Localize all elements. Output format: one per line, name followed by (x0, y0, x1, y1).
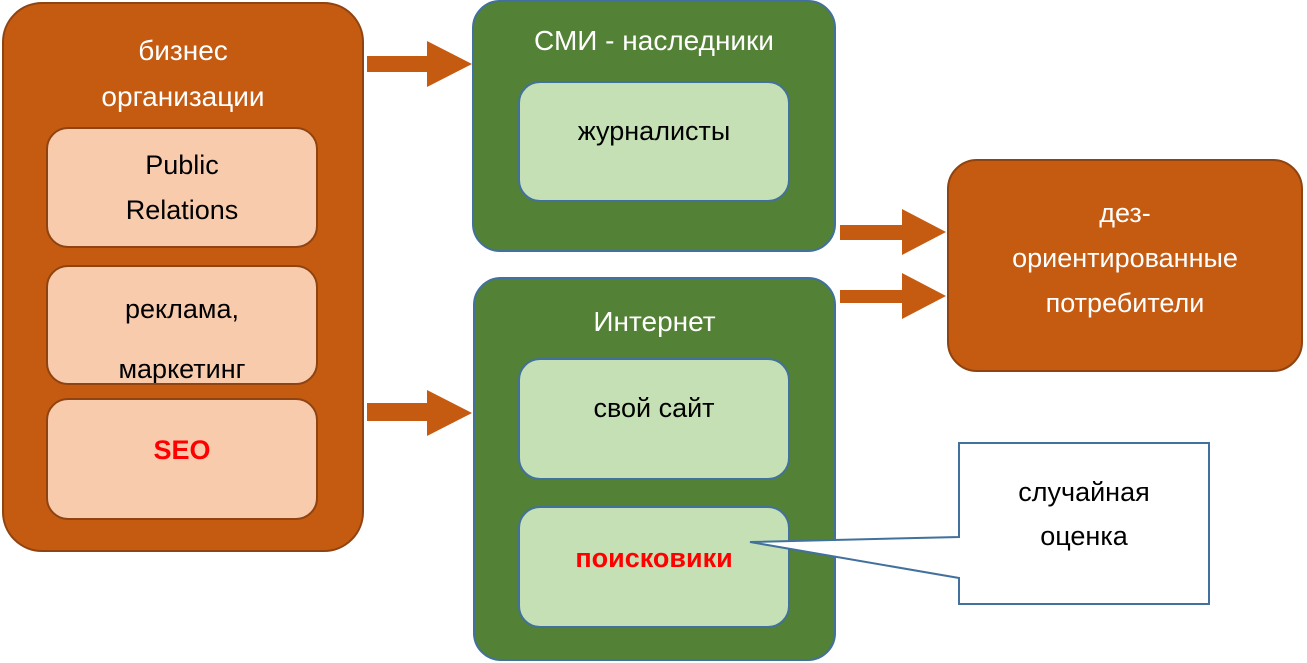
search-engines-box: поисковики (518, 506, 790, 628)
advertising-marketing-box: реклама, маркетинг (46, 265, 318, 385)
advertising-line1: реклама, (124, 294, 239, 324)
journalists-box: журналисты (518, 81, 790, 202)
internet-title: Интернет (593, 306, 716, 337)
business-title-line1: бизнес (138, 35, 228, 66)
public-relations-line2: Relations (125, 194, 239, 225)
consumers-line1: дез- (1099, 198, 1151, 228)
consumers-line3: потребители (1045, 288, 1205, 318)
seo-box: SEO (46, 398, 318, 520)
consumers-line2: ориентированные (1012, 243, 1238, 273)
arrow-business-to-media (367, 41, 472, 87)
public-relations-box: Public Relations (46, 127, 318, 248)
callout-shape (749, 442, 1210, 605)
arrow-media-to-consumers (840, 209, 946, 255)
advertising-line2: маркетинг (118, 354, 246, 384)
arrow-business-to-internet (367, 390, 472, 436)
consumers-text: дез- ориентированные потребители (949, 191, 1301, 326)
random-evaluation-callout: случайная оценка (960, 470, 1208, 558)
business-title: бизнес организации (4, 28, 362, 120)
search-engines-label: поисковики (575, 543, 733, 573)
seo-label: SEO (153, 435, 211, 465)
callout-line2: оценка (1040, 521, 1128, 551)
misled-consumers-box: дез- ориентированные потребители (947, 159, 1303, 372)
own-site-box: свой сайт (518, 358, 790, 480)
public-relations-line1: Public (145, 149, 219, 180)
arrow-internet-to-consumers (840, 273, 946, 319)
own-site-label: свой сайт (593, 393, 715, 423)
business-title-line2: организации (101, 81, 265, 112)
media-title: СМИ - наследники (534, 25, 774, 56)
journalists-label: журналисты (577, 116, 731, 146)
callout-line1: случайная (1018, 477, 1150, 507)
